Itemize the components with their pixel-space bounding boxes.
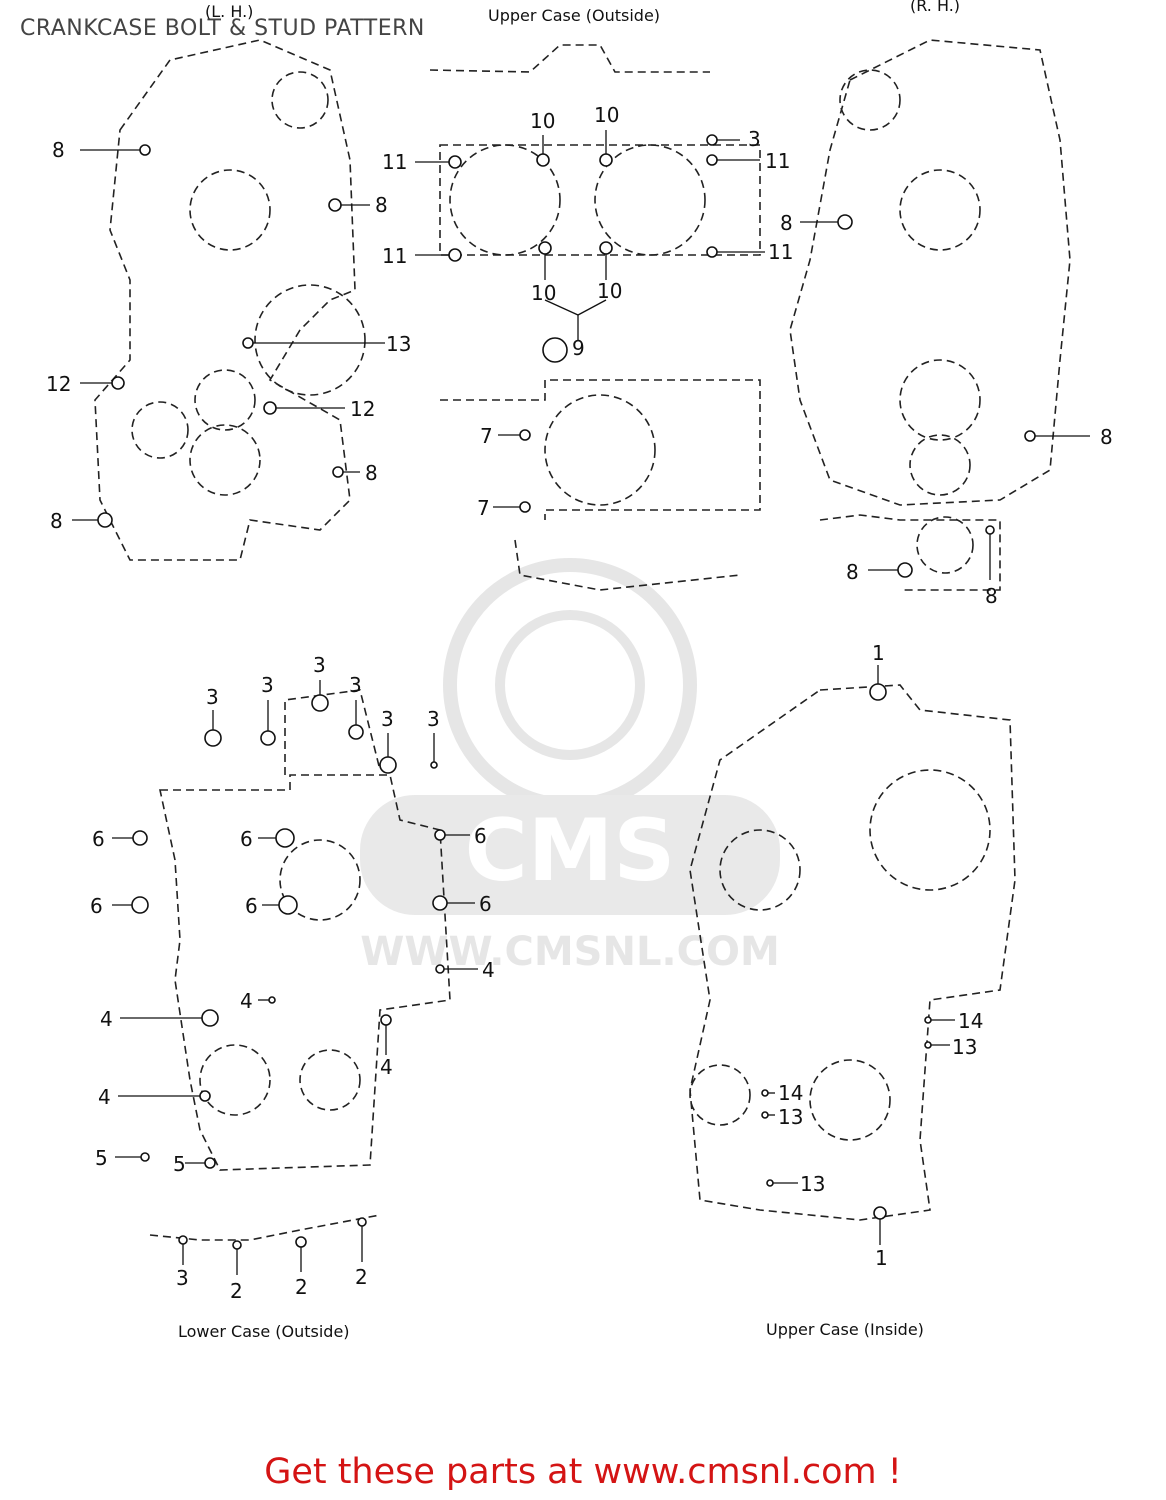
- watermark-logo: CMS: [465, 801, 676, 901]
- callout-lo-2: 3: [313, 653, 326, 677]
- callout-lo-12: 4: [482, 958, 495, 982]
- lower-outside-drawing: [149, 689, 451, 1241]
- callout-lo-8: 6: [474, 824, 487, 848]
- callout-lh-2: 13: [386, 332, 411, 356]
- callout-lh-3: 12: [46, 372, 71, 396]
- callout-uo-9: 9: [572, 336, 585, 360]
- rh-view-drawing: [789, 39, 1071, 591]
- upper-outside-drawing: [429, 44, 761, 591]
- upper-inside-drawing: [689, 684, 1016, 1221]
- callout-uo-7: 10: [531, 281, 556, 305]
- callout-lo-11: 6: [479, 892, 492, 916]
- cms-watermark: CMS WWW.CMSNL.COM: [360, 558, 780, 975]
- callout-lh-4: 12: [350, 397, 375, 421]
- callout-uo-6: 11: [768, 240, 793, 264]
- lh-view-drawing: [94, 39, 366, 561]
- callout-uo-1: 10: [594, 103, 619, 127]
- callout-lo-7: 6: [240, 827, 253, 851]
- callout-ui-6: 1: [875, 1246, 888, 1270]
- callout-lo-20: 2: [230, 1279, 243, 1303]
- callout-lo-1: 3: [261, 673, 274, 697]
- callout-lo-5: 3: [427, 707, 440, 731]
- callout-lo-16: 4: [98, 1085, 111, 1109]
- callout-lh-5: 8: [365, 461, 378, 485]
- get-parts-link[interactable]: Get these parts at www.cmsnl.com !: [264, 1452, 902, 1492]
- callout-uo-4: 11: [765, 149, 790, 173]
- callout-ui-2: 13: [952, 1035, 977, 1059]
- callout-ui-4: 13: [778, 1105, 803, 1129]
- callout-uo-3: 11: [382, 150, 407, 174]
- callout-ui-5: 13: [800, 1172, 825, 1196]
- callout-lo-10: 6: [245, 894, 258, 918]
- callout-lo-6: 6: [92, 827, 105, 851]
- watermark-url: WWW.CMSNL.COM: [360, 929, 780, 975]
- callout-lh-0: 8: [52, 138, 65, 162]
- callout-lo-14: 4: [100, 1007, 113, 1031]
- callout-rh-3: 8: [985, 584, 998, 608]
- callout-lo-4: 3: [381, 707, 394, 731]
- callout-lo-18: 5: [173, 1152, 186, 1176]
- callout-lo-21: 2: [295, 1275, 308, 1299]
- callout-ui-1: 14: [958, 1009, 983, 1033]
- callout-lh-1: 8: [375, 193, 388, 217]
- callout-uo-2: 3: [748, 127, 761, 151]
- callout-lo-13: 4: [240, 989, 253, 1013]
- callout-uo-0: 10: [530, 109, 555, 133]
- callout-rh-0: 8: [780, 211, 793, 235]
- callout-ui-3: 14: [778, 1081, 803, 1105]
- callout-lo-19: 3: [176, 1266, 189, 1290]
- callout-uo-10: 7: [480, 424, 493, 448]
- page-title: CRANKCASE BOLT & STUD PATTERN: [20, 16, 425, 41]
- callout-lo-3: 3: [349, 673, 362, 697]
- view-label-rh: (R. H.): [910, 0, 961, 15]
- callout-lo-17: 5: [95, 1146, 108, 1170]
- callout-ui-0: 1: [872, 641, 885, 665]
- view-label-lh: (L. H.): [205, 2, 254, 21]
- view-label-lower-outside: Lower Case (Outside): [178, 1322, 350, 1341]
- view-label-upper-inside: Upper Case (Inside): [766, 1320, 924, 1339]
- callout-uo-5: 11: [382, 244, 407, 268]
- callout-uo-8: 10: [597, 279, 622, 303]
- callout-rh-2: 8: [846, 560, 859, 584]
- callout-lo-9: 6: [90, 894, 103, 918]
- callout-lo-15: 4: [380, 1055, 393, 1079]
- callout-lh-6: 8: [50, 509, 63, 533]
- callout-uo-11: 7: [477, 496, 490, 520]
- callout-lo-22: 2: [355, 1265, 368, 1289]
- view-label-upper-outside: Upper Case (Outside): [488, 6, 661, 25]
- callout-lo-0: 3: [206, 685, 219, 709]
- callout-rh-1: 8: [1100, 425, 1113, 449]
